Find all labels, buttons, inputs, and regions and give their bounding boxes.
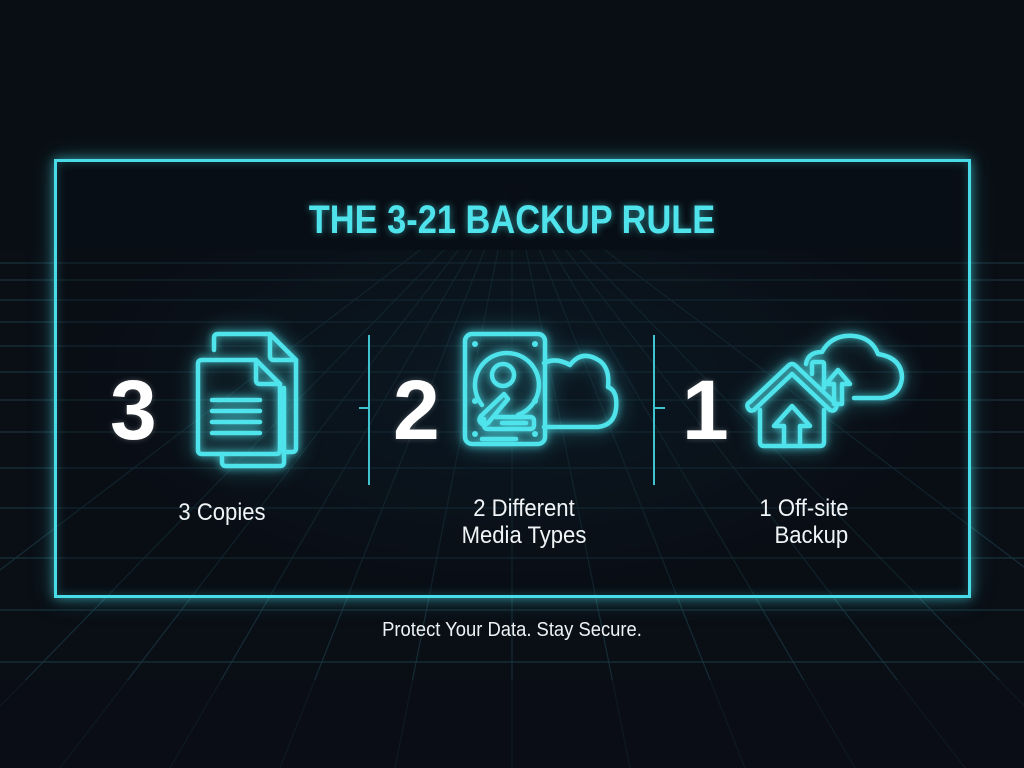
- rule-label-line: Backup: [774, 522, 849, 549]
- rule-label-media-types: 2 Different Media Types: [441, 495, 607, 549]
- rule-number-2: 2: [393, 363, 440, 457]
- rule-label-line: Media Types: [461, 522, 587, 549]
- rule-number-3: 3: [110, 363, 157, 457]
- section-divider: [359, 335, 370, 485]
- rule-label-copies: 3 Copies: [148, 499, 295, 526]
- house-cloud-upload-icon: [745, 333, 905, 449]
- section-divider: [653, 335, 665, 485]
- rule-number-1: 1: [682, 363, 729, 457]
- rule-label-line: 1 Off-site: [759, 495, 849, 522]
- documents-icon: [195, 331, 299, 469]
- rule-label-offsite: 1 Off-site Backup: [730, 495, 877, 549]
- tagline: Protect Your Data. Stay Secure.: [382, 619, 642, 641]
- rule-label-line: 2 Different: [473, 495, 575, 522]
- rule-label-line: 3 Copies: [178, 499, 266, 526]
- page-title: THE 3-21 BACKUP RULE: [308, 198, 716, 242]
- hard-drive-cloud-icon: [462, 331, 619, 447]
